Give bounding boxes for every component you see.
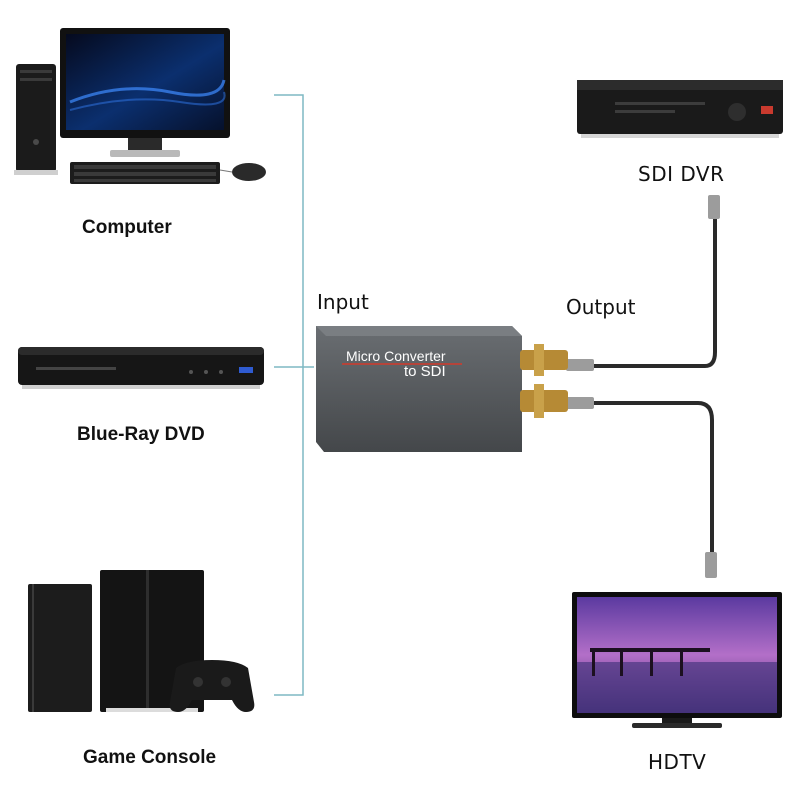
game-console-label: Game Console [83, 747, 217, 768]
game-console-icon [28, 570, 255, 712]
computer-label: Computer [82, 217, 172, 238]
converter-title-line1: Micro Converter [346, 348, 446, 364]
computer-icon [14, 28, 266, 184]
sdi-dvr-icon [577, 80, 783, 138]
output-label: Output [566, 295, 636, 319]
bluray-player-icon [18, 347, 264, 389]
converter-title-line2: to SDI [404, 363, 446, 380]
bluray-label: Blue-Ray DVD [77, 424, 205, 445]
hdtv-label: HDTV [648, 750, 707, 774]
sdi-dvr-label: SDI DVR [638, 162, 725, 186]
input-label: Input [317, 290, 369, 314]
hdtv-icon [572, 592, 782, 728]
